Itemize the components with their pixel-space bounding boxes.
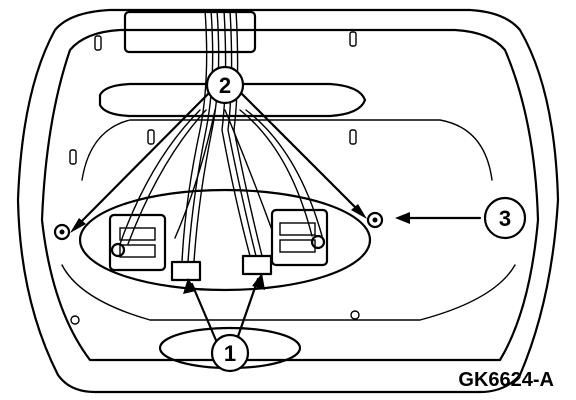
right-module-detail: [279, 222, 316, 236]
callout-leaders: [73, 90, 482, 347]
slot: [349, 31, 357, 47]
left-pin: [110, 242, 126, 258]
right-module-detail: [279, 239, 316, 253]
right-pin: [310, 234, 326, 250]
upper-ridge: [81, 119, 493, 181]
callout-2-circle: [205, 65, 245, 105]
left-connector: [170, 260, 202, 282]
inner-panel: [40, 28, 540, 362]
left-screw: [53, 223, 71, 241]
wire-bundle: [119, 9, 323, 263]
callout-2-label: 2: [219, 73, 231, 98]
left-module-detail: [119, 244, 156, 258]
callout-1-label: 1: [224, 341, 236, 366]
callout-arrowheads: [70, 204, 410, 294]
slot: [147, 129, 155, 145]
left-module-detail: [119, 227, 156, 241]
slot: [94, 35, 102, 51]
callout-3-circle: [483, 196, 527, 240]
slot: [349, 129, 357, 145]
left-screw-center: [59, 229, 65, 235]
figure-id: GK6624-A: [458, 369, 554, 391]
left-module: [108, 213, 167, 272]
slot: [69, 149, 77, 165]
lower-ridge: [61, 264, 516, 321]
top-recess: [98, 82, 367, 118]
right-connector: [241, 254, 273, 276]
top-notch: [123, 10, 257, 54]
right-screw: [366, 211, 384, 229]
connector-cavity: [78, 188, 372, 292]
housing-outline: [16, 8, 560, 394]
callout-3-label: 3: [499, 206, 511, 231]
right-screw-center: [372, 217, 378, 223]
hole: [70, 315, 80, 325]
callout-1-circle: [210, 333, 250, 373]
right-module: [270, 208, 329, 267]
hole: [350, 310, 360, 320]
